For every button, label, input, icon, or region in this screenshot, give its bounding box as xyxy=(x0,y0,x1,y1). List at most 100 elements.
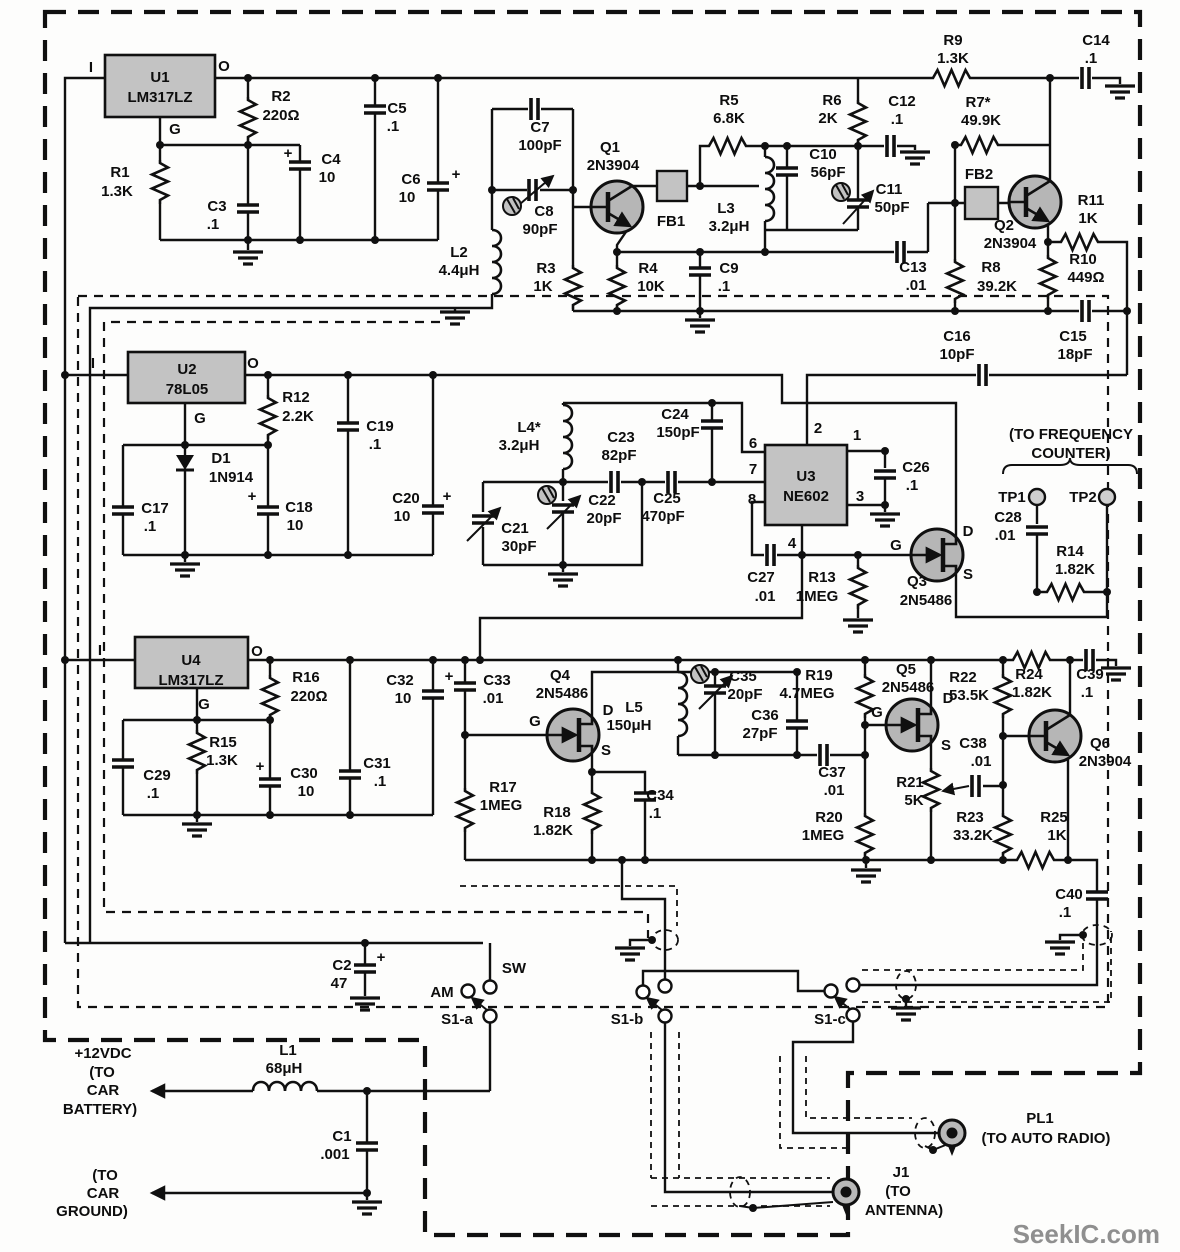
label-c30-value: 10 xyxy=(298,783,315,800)
label-u3-pin6: 6 xyxy=(749,435,757,452)
label-c36-name: C36 xyxy=(751,707,779,724)
label-tp1: TP1 xyxy=(998,489,1026,506)
label-u3-pin2: 2 xyxy=(814,420,822,437)
transistor-q1 xyxy=(591,181,643,233)
label-c35-name: C35 xyxy=(729,668,757,685)
label-r25-value: 1K xyxy=(1047,827,1066,844)
label-r11-value: 1K xyxy=(1078,210,1097,227)
ferrite-bead-fb2 xyxy=(963,185,1000,221)
label-c8-value: 90pF xyxy=(522,221,557,238)
label-c19-name: C19 xyxy=(366,418,394,435)
label-q1-part: 2N3904 xyxy=(587,157,640,174)
label-l4-value: 3.2μH xyxy=(499,437,540,454)
label-c10-name: C10 xyxy=(809,146,837,163)
label-c17-name: C17 xyxy=(141,500,169,517)
switch-s1c-throw-1 xyxy=(845,977,861,993)
label-q4-name: Q4 xyxy=(550,667,571,684)
label-q5-part: 2N5486 xyxy=(882,679,935,696)
ground-icon xyxy=(348,996,382,1012)
label-q5-pin-s: S xyxy=(941,737,951,754)
label-pl1-note: (TO AUTO RADIO) xyxy=(982,1130,1111,1147)
label-layer: U1 LM317LZ I O G R2 220Ω C5 .1 C4 10 + R… xyxy=(56,32,1160,1249)
label-r5-name: R5 xyxy=(719,92,738,109)
switch-wiper-a xyxy=(470,996,488,1011)
watermark-seekic: SeekIC.com xyxy=(1013,1219,1160,1249)
label-c7-name: C7 xyxy=(530,119,549,136)
switch-s1a-throw-sw xyxy=(482,979,498,995)
label-c26-value: .1 xyxy=(906,477,919,494)
label-c35-value: 20pF xyxy=(727,686,762,703)
label-c5-value: .1 xyxy=(387,118,400,135)
testpoint-tp1 xyxy=(1027,487,1047,507)
label-carground-3: GROUND) xyxy=(56,1203,128,1220)
ground-icon xyxy=(868,512,902,528)
label-r11-name: R11 xyxy=(1078,192,1105,209)
label-r17-value: 1MEG xyxy=(480,797,523,814)
transistor-q2 xyxy=(1009,176,1061,228)
label-q4-pin-d: D xyxy=(603,702,614,719)
resistor-r12 xyxy=(258,393,278,441)
label-c25-name: C25 xyxy=(653,490,681,507)
label-fb2: FB2 xyxy=(965,166,993,183)
label-q3-part: 2N5486 xyxy=(900,592,953,609)
label-carground-1: (TO xyxy=(92,1167,118,1184)
switch-s1b-throw-2 xyxy=(635,984,651,1000)
label-q1-name: Q1 xyxy=(600,139,620,156)
resistor-r10 xyxy=(1038,253,1058,301)
label-u4-name: U4 xyxy=(181,652,201,669)
inductor-l5 xyxy=(676,670,689,738)
label-c2-plus: + xyxy=(377,949,386,966)
label-c21-name: C21 xyxy=(501,520,529,537)
label-c16-value: 10pF xyxy=(939,346,974,363)
resistor-r25 xyxy=(1012,850,1060,870)
label-fb1: FB1 xyxy=(657,213,685,230)
label-c3-name: C3 xyxy=(207,198,226,215)
label-c38-name: C38 xyxy=(959,735,987,752)
ground-icon xyxy=(1099,666,1133,682)
label-q2-name: Q2 xyxy=(994,217,1014,234)
label-u2-pin-o: O xyxy=(247,355,259,372)
label-c14-value: .1 xyxy=(1085,50,1098,67)
label-q4-part: 2N5486 xyxy=(536,685,589,702)
label-s1c: S1-c xyxy=(814,1011,846,1028)
label-r14-value: 1.82K xyxy=(1055,561,1095,578)
label-q3-pin-d: D xyxy=(963,523,974,540)
label-battery-4: BATTERY) xyxy=(63,1101,137,1118)
label-c4-value: 10 xyxy=(319,169,336,186)
label-r20-name: R20 xyxy=(815,809,843,826)
label-c20-value: 10 xyxy=(394,508,411,525)
inductor-l4 xyxy=(561,403,574,471)
label-c1-value: .001 xyxy=(320,1146,349,1163)
label-r9-value: 1.3K xyxy=(937,50,969,67)
label-r3-name: R3 xyxy=(536,260,555,277)
connector-pl1 xyxy=(937,1118,967,1158)
ic-u1 xyxy=(103,53,217,119)
label-c28-name: C28 xyxy=(994,509,1022,526)
label-r25-name: R25 xyxy=(1040,809,1068,826)
resistor-r3 xyxy=(563,263,583,311)
trimmer-c11 xyxy=(831,182,851,202)
label-battery-3: CAR xyxy=(87,1082,120,1099)
label-l2-value: 4.4μH xyxy=(439,262,480,279)
label-r17-name: R17 xyxy=(489,779,517,796)
label-c34-name: C34 xyxy=(646,787,674,804)
label-c40-name: C40 xyxy=(1055,886,1083,903)
ground-icon xyxy=(180,822,214,838)
label-c37-name: C37 xyxy=(818,764,846,781)
label-c13-name: C13 xyxy=(899,259,927,276)
ic-u2 xyxy=(126,350,247,405)
label-c38-value: .01 xyxy=(971,753,992,770)
resistor-r14 xyxy=(1042,582,1090,602)
label-c22-value: 20pF xyxy=(586,510,621,527)
label-l3-value: 3.2μH xyxy=(709,218,750,235)
label-r19-value: 4.7MEG xyxy=(779,685,834,702)
label-c17-value: .1 xyxy=(144,518,157,535)
symbol-layer xyxy=(103,53,1138,1217)
ground-icon xyxy=(841,618,875,634)
label-c2-value: 47 xyxy=(331,975,348,992)
label-c9-value: .1 xyxy=(718,278,731,295)
resistor-r11 xyxy=(1056,232,1104,252)
switch-s1a-pole xyxy=(482,1008,498,1024)
label-r4-value: 10K xyxy=(637,278,665,295)
label-q3-pin-g: G xyxy=(890,537,902,554)
